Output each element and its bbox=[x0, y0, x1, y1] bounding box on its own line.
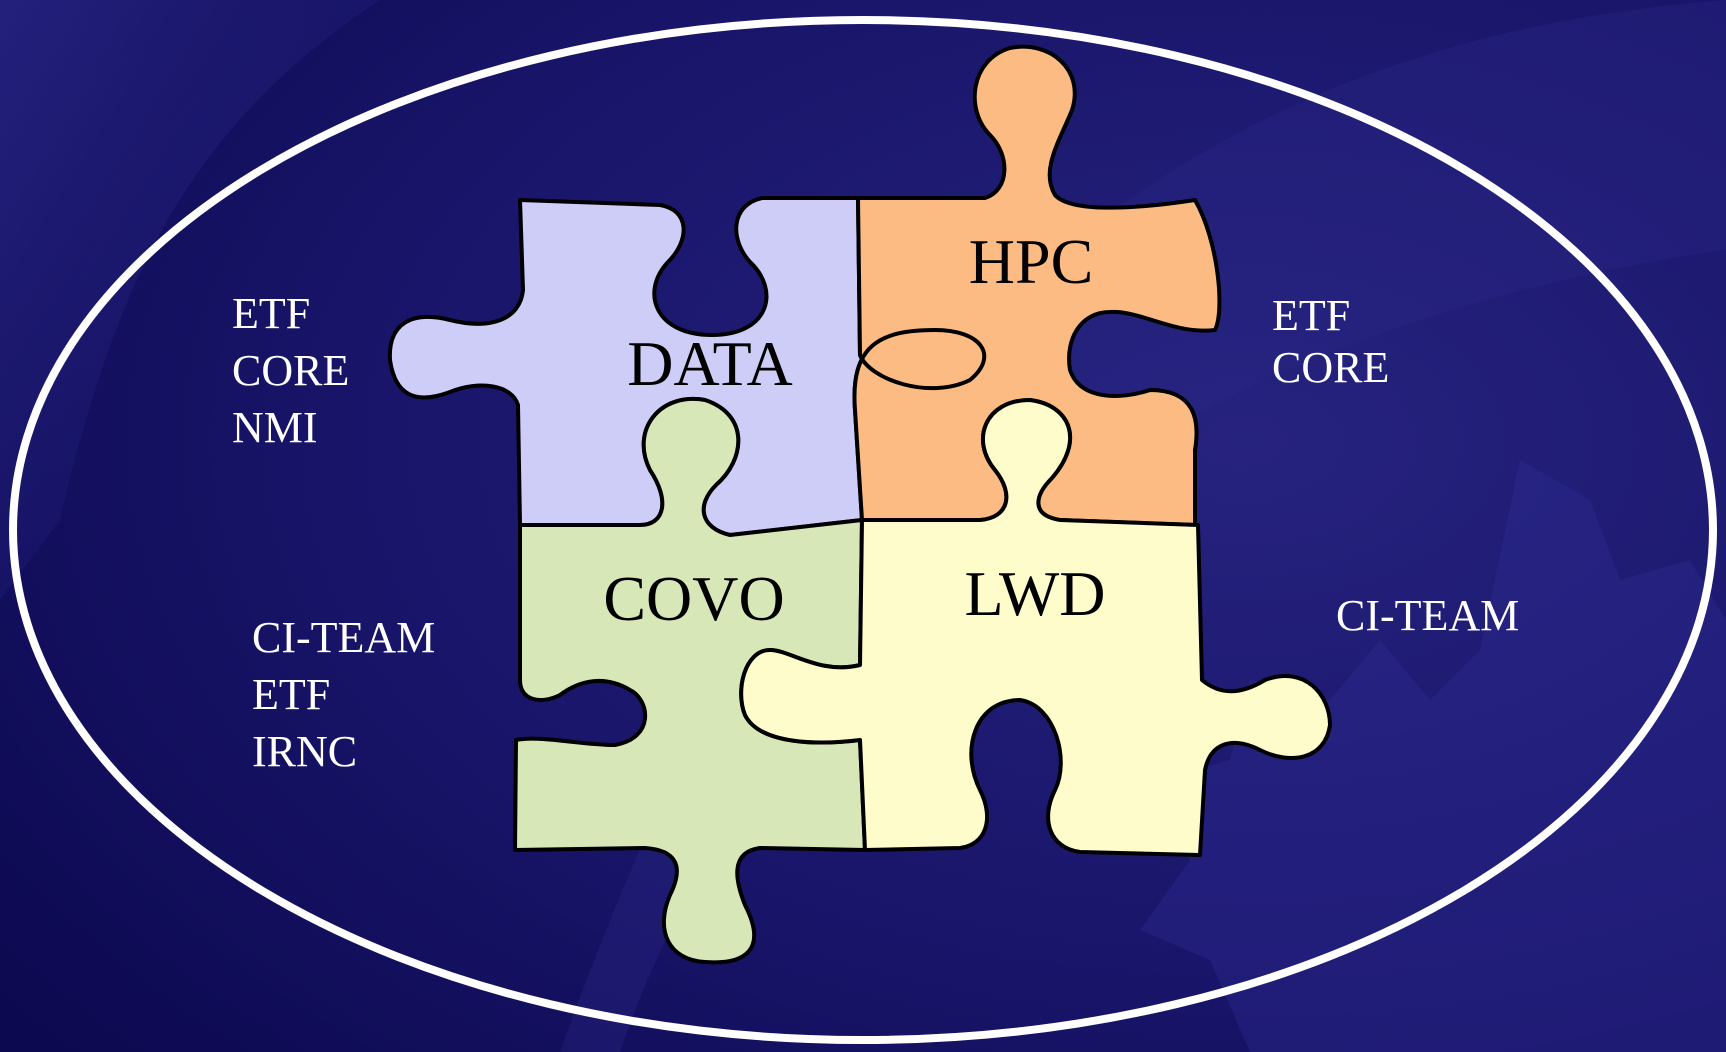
side-label-top-right-core: CORE bbox=[1272, 343, 1389, 392]
side-label-bottom-left-irnc: IRNC bbox=[252, 727, 357, 776]
puzzle-piece-covo bbox=[513, 396, 867, 965]
background-gear-watermark bbox=[1140, 460, 1726, 1052]
side-label-top-right-etf: ETF bbox=[1272, 291, 1350, 340]
side-label-top-left-nmi: NMI bbox=[232, 403, 318, 452]
background-arc bbox=[560, 0, 1726, 1052]
piece-label-data: DATA bbox=[627, 328, 793, 399]
side-label-top-left-etf: ETF bbox=[232, 289, 310, 338]
piece-label-covo: COVO bbox=[603, 563, 784, 634]
side-label-top-left-core: CORE bbox=[232, 346, 349, 395]
puzzle-piece-hpc bbox=[852, 44, 1222, 527]
piece-label-lwd: LWD bbox=[965, 558, 1106, 629]
piece-label-hpc: HPC bbox=[969, 226, 1094, 297]
side-label-bottom-left-etf: ETF bbox=[252, 670, 330, 719]
side-label-bottom-right-ci-team: CI-TEAM bbox=[1336, 591, 1519, 640]
ellipse-outline bbox=[9, 16, 1717, 1044]
side-label-bottom-left-ci-team: CI-TEAM bbox=[252, 613, 435, 662]
background-swoosh bbox=[0, 0, 380, 600]
puzzle-piece-lwd bbox=[739, 398, 1332, 857]
